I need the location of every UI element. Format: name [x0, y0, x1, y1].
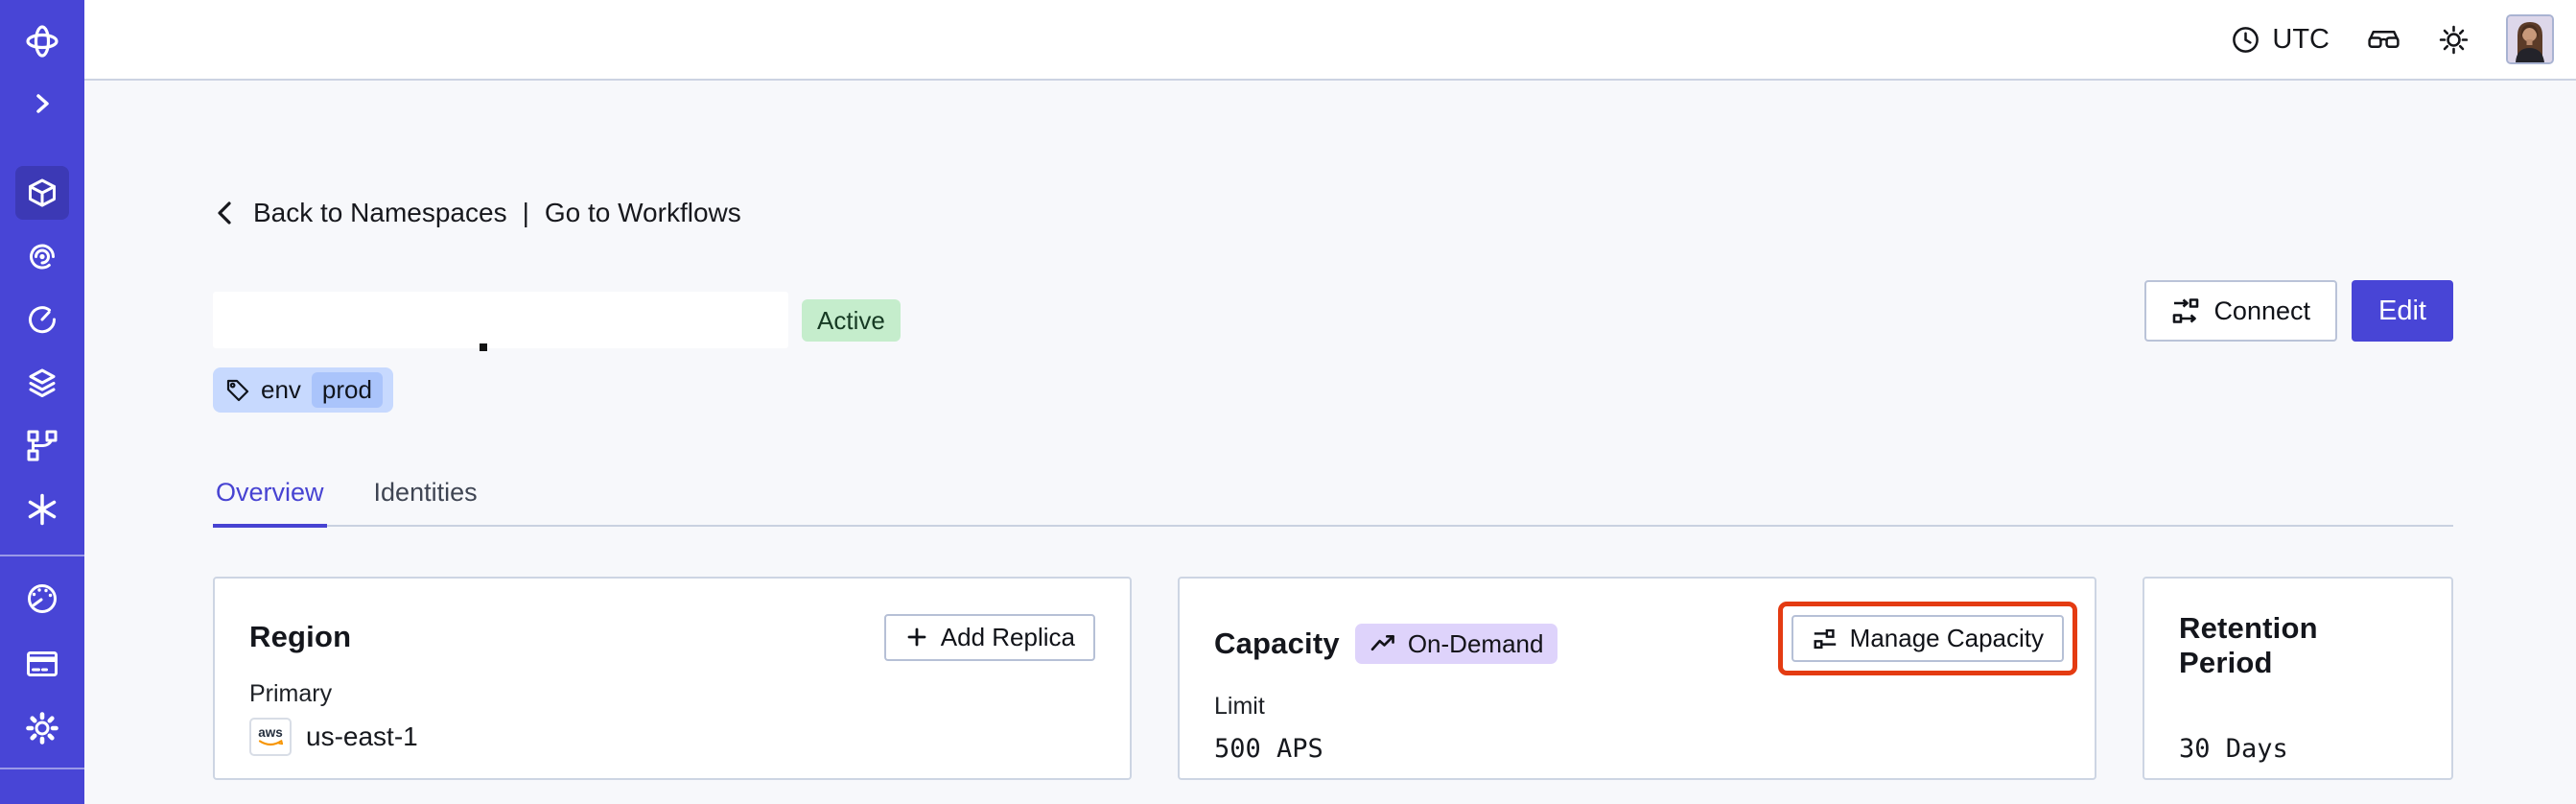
retention-card: Retention Period 30 Days [2143, 577, 2453, 780]
clock-icon [2233, 26, 2260, 53]
labs-toggle-button[interactable] [2366, 26, 2401, 53]
asterisk-icon [28, 493, 57, 526]
breadcrumb-separator: | [522, 198, 529, 227]
retention-value: 30 Days [2179, 734, 2288, 764]
capacity-card: Capacity On-Demand [1178, 577, 2096, 780]
add-replica-button[interactable]: Add Replica [883, 613, 1095, 661]
plus-icon [907, 627, 926, 647]
tab-bar: Overview Identities [213, 478, 2453, 528]
namespace-tags: env prod [213, 367, 2453, 413]
status-badge: Active [802, 298, 901, 342]
manage-capacity-button[interactable]: Manage Capacity [1791, 615, 2064, 662]
region-card-title: Region [249, 620, 352, 653]
tab-identities[interactable]: Identities [373, 478, 478, 507]
sidebar-divider [0, 555, 84, 556]
expand-sidebar-icon[interactable] [15, 77, 69, 130]
highlight-box: Manage Capacity [1777, 602, 2077, 675]
sidebar-item-account[interactable] [15, 791, 69, 804]
namespace-title-redacted [213, 292, 788, 348]
glasses-icon [2368, 31, 2400, 48]
chevron-left-icon[interactable] [213, 199, 238, 227]
retention-card-title: Retention Period [2179, 611, 2318, 679]
capacity-card-title: Capacity [1214, 626, 1340, 660]
connect-button-label: Connect [2213, 296, 2311, 325]
back-to-namespaces-link[interactable]: Back to Namespaces [253, 198, 507, 227]
sidebar-item-schedules[interactable] [15, 293, 69, 346]
go-to-workflows-link[interactable]: Go to Workflows [544, 198, 741, 227]
edit-button[interactable]: Edit [2352, 280, 2453, 342]
sidebar [0, 0, 84, 804]
sidebar-item-nexus[interactable] [15, 483, 69, 536]
gear-icon [26, 712, 59, 745]
connect-button[interactable]: Connect [2144, 280, 2338, 342]
tag-value: prod [311, 372, 383, 408]
main-content: Back to Namespaces | Go to Workflows Act… [84, 83, 2576, 804]
sidebar-item-usage[interactable] [15, 572, 69, 626]
sidebar-item-namespaces[interactable] [15, 166, 69, 220]
cube-icon [29, 178, 56, 207]
region-card: Region Add Replica Primary aws [213, 577, 1132, 780]
sidebar-divider [0, 768, 84, 769]
timezone-button[interactable]: UTC [2231, 24, 2330, 56]
sidebar-item-workflows[interactable] [15, 229, 69, 283]
on-demand-label: On-Demand [1407, 628, 1544, 658]
sidebar-item-billing[interactable] [15, 637, 69, 691]
spiral-eye-icon [30, 244, 55, 270]
primary-label: Primary [249, 680, 333, 707]
namespace-title-dot [480, 343, 487, 351]
connect-icon [2173, 298, 2199, 323]
limit-label: Limit [1214, 693, 1265, 720]
breadcrumb: Back to Namespaces | Go to Workflows [213, 198, 2453, 228]
aws-logo-icon: aws [258, 725, 284, 746]
tab-overview[interactable]: Overview [213, 478, 327, 528]
trend-up-icon [1370, 635, 1394, 651]
region-value: us-east-1 [306, 721, 418, 751]
tag-key: env [261, 375, 301, 404]
tag-icon [226, 379, 249, 401]
topbar: UTC [84, 0, 2576, 81]
temporal-logo-icon[interactable] [15, 14, 69, 68]
sliders-icon [1814, 628, 1836, 649]
layers-icon [29, 368, 56, 397]
theme-toggle-button[interactable] [2438, 24, 2470, 56]
timer-icon [29, 306, 57, 334]
capacity-value: 500 APS [1214, 734, 1323, 764]
edit-button-label: Edit [2378, 295, 2426, 326]
namespace-header: Active Connect Edit [213, 280, 2453, 351]
manage-capacity-label: Manage Capacity [1849, 624, 2044, 652]
sidebar-item-settings[interactable] [15, 701, 69, 755]
add-replica-label: Add Replica [940, 622, 1075, 651]
on-demand-badge: On-Demand [1354, 623, 1558, 664]
summary-cards: Region Add Replica Primary aws [213, 577, 2453, 780]
credit-card-icon [27, 651, 58, 676]
aws-provider-badge: aws [249, 718, 292, 756]
svg-text:aws: aws [258, 725, 283, 740]
sidebar-item-pipelines[interactable] [15, 419, 69, 473]
gauge-icon [28, 584, 57, 613]
env-tag: env prod [213, 367, 393, 413]
branch-icon [27, 430, 58, 461]
user-avatar[interactable] [2506, 14, 2554, 64]
avatar-image [2508, 16, 2552, 62]
sun-icon [2439, 25, 2469, 54]
account-circle-icon [23, 798, 61, 804]
sidebar-item-deployments[interactable] [15, 356, 69, 410]
timezone-label: UTC [2272, 23, 2330, 55]
